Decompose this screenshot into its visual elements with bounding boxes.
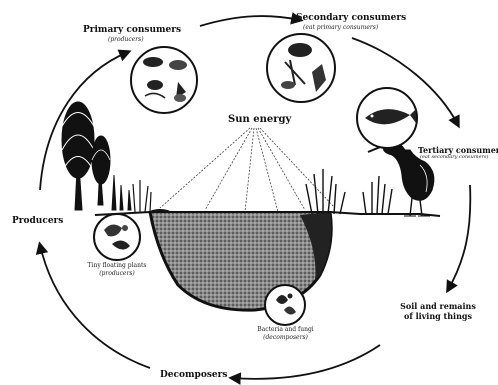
arrow-producers-to-primary [39,49,132,191]
sun-energy-label: Sun energy [228,114,292,125]
soil-remains-label-line2: of living things [404,311,472,321]
floating-plants-label-line1: Tiny floating plants [87,262,147,269]
inset-primary-consumers [130,46,198,114]
floating-plants-label-line2: (producers) [99,270,135,277]
arrow-secondary-to-tertiary [351,37,460,129]
reeds-far-right [362,175,393,215]
inset-floating-plants [93,213,141,261]
trees-left [59,101,132,211]
secondary-consumers-sub: (eat primary consumers) [303,24,379,31]
tertiary-consumers-sub: (eat secondary consumers) [420,154,489,160]
primary-consumers-sub: (producers) [108,36,144,43]
bacteria-fungi-label-line1: Bacteria and fungi [257,326,314,333]
arrow-soil-to-decomposers [228,344,381,385]
producers-label: Producers [12,216,64,226]
decomposers-label: Decomposers [160,370,228,380]
arrow-decomposers-to-producers [35,241,151,369]
cycle-arrows [35,12,472,385]
primary-consumers-label: Primary consumers [83,25,182,35]
soil-remains-label-line1: Soil and remains [400,301,476,311]
bacteria-fungi-label-line2: (decomposers) [263,334,308,341]
inset-tertiary-consumers [356,87,418,149]
inset-bacteria-fungi [264,284,306,326]
arrow-primary-to-secondary [199,12,304,27]
reeds-right [305,169,346,215]
tertiary-consumers-label: Tertiary consumers [418,145,498,155]
reeds-left [132,180,152,213]
secondary-consumers-label: Secondary consumers [296,13,407,23]
arrow-tertiary-to-soil [446,184,472,294]
pond-water [148,211,333,312]
inset-secondary-consumers [266,33,336,103]
